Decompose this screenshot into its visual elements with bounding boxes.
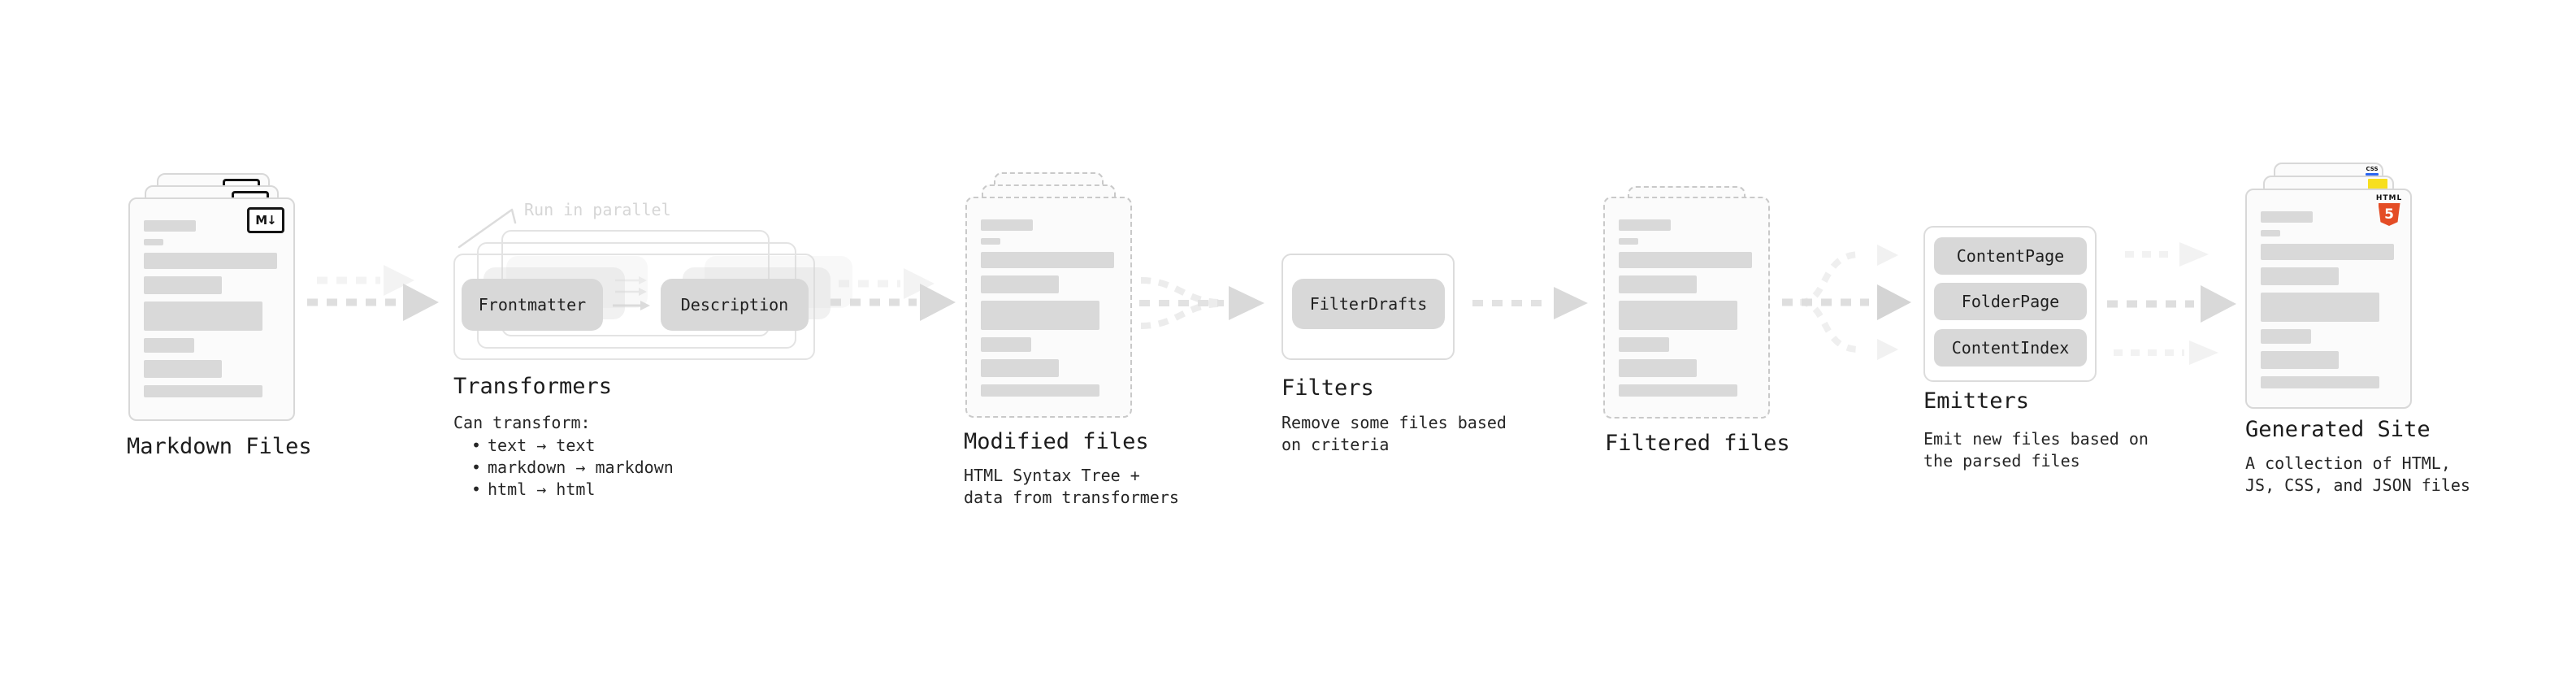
emitters-desc: Emit new files based on the parsed files [1923, 429, 2149, 471]
text-placeholder-bar [144, 239, 163, 245]
text-placeholder-bar [144, 385, 262, 397]
text-placeholder-bar [981, 337, 1031, 352]
text-placeholder-bar [144, 360, 222, 378]
text-placeholder-bar [144, 253, 277, 269]
bullet-icon: • [471, 436, 482, 455]
text-placeholder-bar [2261, 267, 2339, 285]
modified-file-card-front [965, 197, 1132, 418]
transformer-instance-box-front [453, 254, 815, 360]
arrow-emitters-to-generated [2107, 242, 2236, 365]
text-placeholder-bar [144, 301, 262, 331]
text-placeholder-bar [144, 338, 194, 353]
text-placeholder-bar [1619, 359, 1697, 377]
text-placeholder-bar [2261, 351, 2339, 369]
filters-desc: Remove some files based on criteria [1281, 413, 1507, 454]
arrow-filters-to-filtered [1472, 287, 1588, 319]
text-placeholder-bar [144, 220, 196, 232]
transformers-label: Transformers [453, 374, 613, 399]
text-placeholder-bar [1619, 275, 1697, 293]
css-icon: CSS [2365, 167, 2379, 176]
contentindex-pill: ContentIndex [1934, 329, 2087, 367]
text-placeholder-bar [981, 384, 1099, 397]
javascript-icon [2368, 179, 2387, 190]
text-placeholder-bar [1619, 384, 1737, 397]
filterdrafts-pill: FilterDrafts [1292, 279, 1445, 329]
description-pill: Description [661, 279, 809, 331]
run-in-parallel-annotation: Run in parallel [524, 200, 671, 219]
arrow-filtered-to-emitters-split [1782, 245, 1911, 360]
text-placeholder-bar [981, 252, 1114, 268]
bullet-icon: • [471, 458, 482, 477]
bullet-icon: • [471, 479, 482, 499]
markdown-files-label: Markdown Files [127, 434, 312, 459]
text-placeholder-bar [2261, 230, 2280, 236]
modified-files-desc: HTML Syntax Tree + data from transformer… [964, 466, 1179, 507]
text-placeholder-bar [981, 359, 1059, 377]
arrow-modified-to-filters-merge [1139, 277, 1264, 329]
document-placeholder-lines [130, 199, 293, 419]
contentpage-pill: ContentPage [1934, 237, 2087, 275]
generated-site-desc: A collection of HTML, JS, CSS, and JSON … [2245, 453, 2470, 495]
emitters-label: Emitters [1923, 388, 2030, 414]
text-placeholder-bar [981, 301, 1099, 330]
text-placeholder-bar [2261, 329, 2311, 344]
text-placeholder-bar [1619, 252, 1752, 268]
text-placeholder-bar [981, 275, 1059, 293]
text-placeholder-bar [144, 276, 222, 294]
text-placeholder-bar [2261, 244, 2394, 260]
transformers-bullet-list: • text → text • markdown → markdown • ht… [465, 435, 674, 501]
filtered-file-card-front [1603, 197, 1770, 419]
bullet-item: • text → text [465, 435, 674, 457]
text-placeholder-bar [981, 219, 1033, 231]
filters-label: Filters [1281, 375, 1374, 401]
transformers-desc-title: Can transform: [453, 413, 591, 432]
text-placeholder-bar [1619, 238, 1638, 245]
document-placeholder-lines [2247, 190, 2410, 410]
text-placeholder-bar [1619, 301, 1737, 330]
folderpage-pill: FolderPage [1934, 283, 2087, 320]
text-placeholder-bar [2261, 376, 2379, 388]
bullet-text: html → html [488, 479, 596, 499]
document-placeholder-lines [967, 198, 1130, 418]
generated-site-label: Generated Site [2245, 417, 2431, 442]
html5-icon: HTML 5 [2376, 195, 2401, 226]
frontmatter-pill: Frontmatter [462, 279, 603, 331]
document-placeholder-lines [1605, 198, 1768, 418]
generated-html-file-card: HTML 5 [2245, 189, 2412, 409]
markdown-icon: M↓ [247, 207, 284, 233]
bullet-text: text → text [488, 436, 596, 455]
bullet-item: • markdown → markdown [465, 457, 674, 479]
modified-files-label: Modified files [964, 429, 1149, 454]
bullet-text: markdown → markdown [488, 458, 674, 477]
text-placeholder-bar [2261, 293, 2379, 322]
text-placeholder-bar [1619, 337, 1669, 352]
text-placeholder-bar [1619, 219, 1671, 231]
text-placeholder-bar [2261, 211, 2313, 223]
bullet-item: • html → html [465, 479, 674, 501]
markdown-file-card-front: M↓ [128, 197, 295, 421]
arrow-markdown-to-transformers [307, 265, 439, 321]
filtered-files-label: Filtered files [1605, 431, 1790, 456]
text-placeholder-bar [981, 238, 1000, 245]
